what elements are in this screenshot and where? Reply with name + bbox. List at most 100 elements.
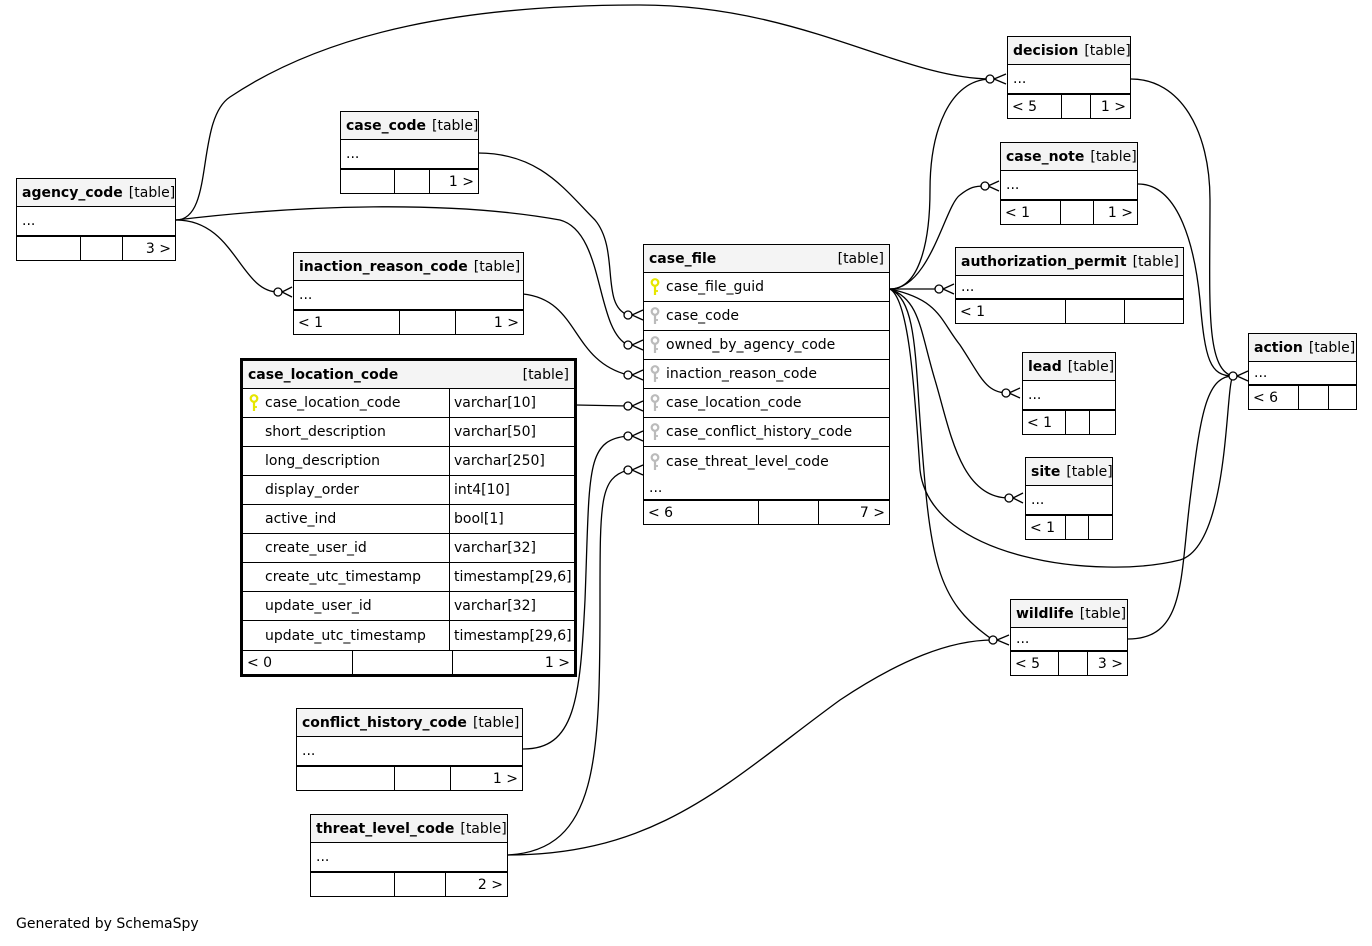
table-action[interactable]: action [table] ... < 6 [1248,333,1357,410]
parents-count[interactable]: < 5 [1008,95,1062,118]
table-header[interactable]: case_location_code [table] [243,361,574,389]
table-footer: < 6 [1249,385,1356,409]
parents-count[interactable]: < 6 [644,501,759,524]
table-name: decision [1013,42,1079,59]
column-row[interactable]: case_file_guid [644,273,889,302]
table-threat-level-code[interactable]: threat_level_code [table] ... 2 > [310,814,508,897]
table-header[interactable]: case_note [table] [1001,143,1137,171]
column-row[interactable]: case_threat_level_code [644,447,889,476]
column-type: bool[1] [454,511,504,527]
table-footer: < 1 [1023,410,1115,434]
table-wildlife[interactable]: wildlife [table] ... < 5 3 > [1010,599,1128,676]
column-row[interactable]: owned_by_agency_code [644,331,889,360]
column-name: create_user_id [265,534,450,562]
table-row: ... [1026,486,1112,515]
column-row[interactable]: case_conflict_history_code [644,418,889,447]
table-name: wildlife [1016,605,1074,622]
table-tag: [table] [128,184,176,201]
table-header[interactable]: lead [table] [1023,353,1115,381]
table-header[interactable]: inaction_reason_code [table] [294,253,523,281]
foreign-key-icon [644,389,666,417]
table-tag: [table] [1308,339,1356,356]
table-row: ... [297,737,522,766]
table-header[interactable]: decision [table] [1008,37,1131,65]
table-name: lead [1028,358,1062,375]
table-decision[interactable]: decision [table] ... < 5 1 > [1007,36,1131,119]
table-case-code[interactable]: case_code [table] ... 1 > [340,111,479,194]
parents-count[interactable]: < 0 [243,651,353,674]
table-row: ... [341,140,478,169]
children-count[interactable]: 1 > [1100,98,1126,115]
table-name: site [1031,463,1061,480]
table-footer: 1 > [297,766,522,790]
table-case-note[interactable]: case_note [table] ... < 1 1 > [1000,142,1138,225]
children-count[interactable]: 1 > [1107,204,1133,221]
children-count[interactable]: 1 > [448,173,474,190]
table-lead[interactable]: lead [table] ... < 1 [1022,352,1116,435]
key-spacer [243,563,265,591]
children-count[interactable]: 3 > [1097,655,1123,672]
table-header[interactable]: agency_code [table] [17,179,175,207]
table-row: ... [1008,65,1130,94]
column-row[interactable]: case_location_code [644,389,889,418]
table-header[interactable]: authorization_permit [table] [956,248,1183,276]
foreign-key-icon [644,331,666,359]
column-name: case_location_code [666,395,802,411]
column-type: varchar[250] [454,453,545,469]
parents-count[interactable]: < 1 [1001,201,1061,224]
table-name: case_code [346,117,427,134]
table-footer: < 0 1 > [243,650,574,674]
column-name: update_utc_timestamp [265,621,450,650]
table-site[interactable]: site [table] ... < 1 [1025,457,1113,540]
table-header[interactable]: conflict_history_code [table] [297,709,522,737]
table-header[interactable]: action [table] [1249,334,1356,362]
key-spacer [243,592,265,620]
table-header[interactable]: wildlife [table] [1011,600,1127,628]
table-inaction-reason-code[interactable]: inaction_reason_code [table] ... < 1 1 > [293,252,524,335]
column-row[interactable]: case_code [644,302,889,331]
column-row[interactable]: inaction_reason_code [644,360,889,389]
parents-count[interactable]: < 1 [956,300,1066,323]
table-case-location-code[interactable]: case_location_code [table] case_location… [240,358,577,677]
table-footer: < 6 7 > [644,500,889,524]
more-columns: ... [644,476,889,500]
table-header[interactable]: threat_level_code [table] [311,815,507,843]
children-count[interactable]: 1 > [544,654,570,671]
table-authorization-permit[interactable]: authorization_permit [table] ... < 1 [955,247,1184,324]
children-count[interactable]: 1 > [493,314,519,331]
key-spacer [243,447,265,475]
children-count[interactable]: 1 > [492,770,518,787]
parents-count[interactable]: < 1 [1023,411,1066,434]
table-header[interactable]: case_file [table] [644,245,889,273]
parents-count[interactable]: < 1 [294,311,400,334]
table-agency-code[interactable]: agency_code [table] ... 3 > [16,178,176,261]
table-row: ... [311,843,507,872]
parents-count[interactable]: < 5 [1011,652,1059,675]
table-footer: 2 > [311,872,507,896]
parents-count[interactable]: < 6 [1249,386,1299,409]
children-count[interactable]: 2 > [477,876,503,893]
table-header[interactable]: site [table] [1026,458,1113,486]
table-footer: < 5 3 > [1011,651,1127,675]
children-count[interactable]: 7 > [859,504,885,521]
table-header[interactable]: case_code [table] [341,112,478,140]
table-row: ... [1249,362,1356,385]
children-count[interactable]: 3 > [145,240,171,257]
parents-count[interactable]: < 1 [1026,516,1066,539]
table-conflict-history-code[interactable]: conflict_history_code [table] ... 1 > [296,708,523,791]
column-name: active_ind [265,505,450,533]
column-name: short_description [265,418,450,446]
table-footer: < 1 1 > [294,310,523,334]
